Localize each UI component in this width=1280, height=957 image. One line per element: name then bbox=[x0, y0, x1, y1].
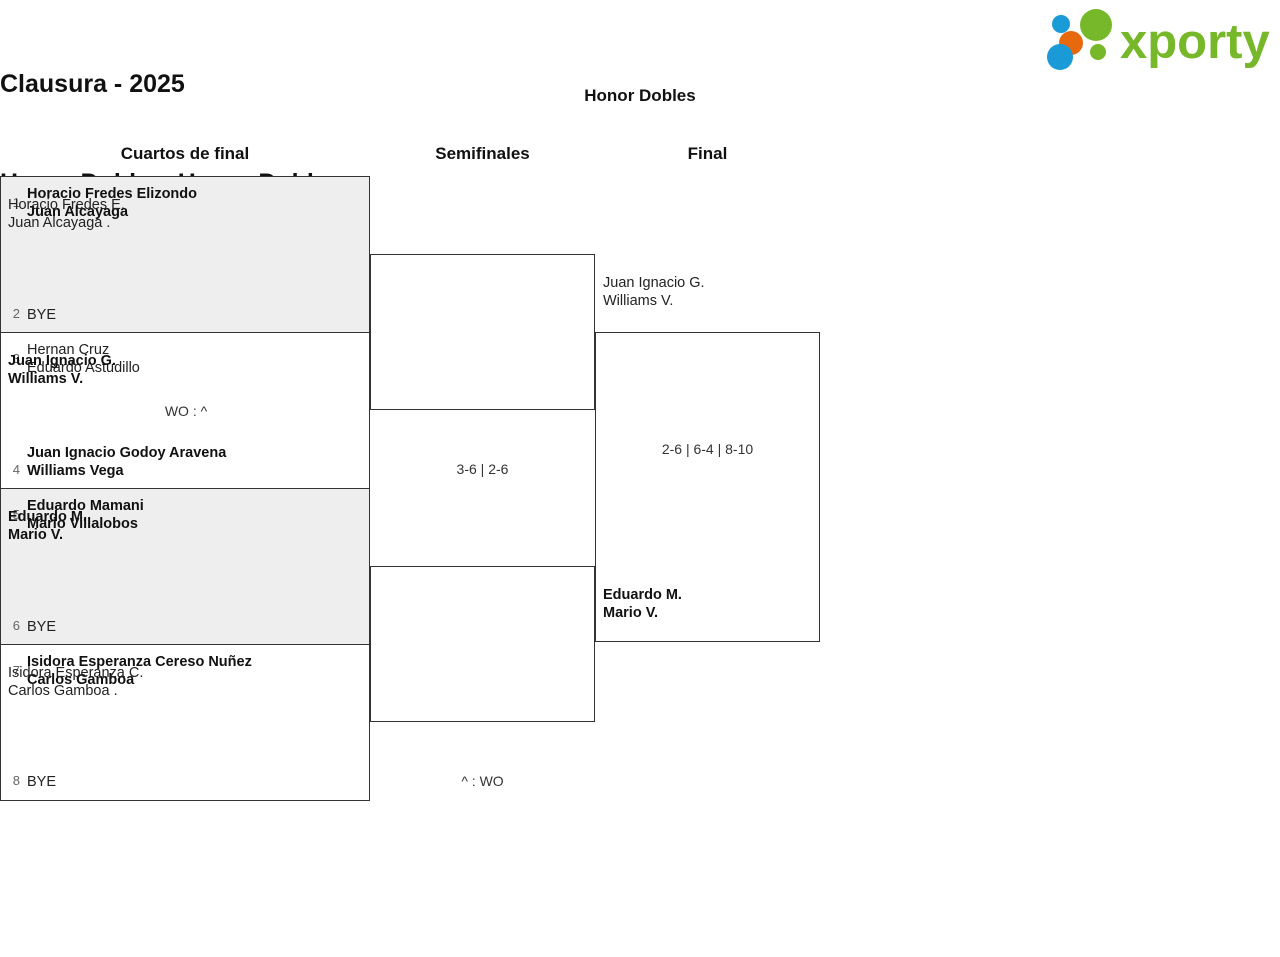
match-r2-1[interactable] bbox=[370, 254, 595, 410]
player-line-2: Mario V. bbox=[603, 605, 659, 621]
player-line-2: Eduardo Astudillo bbox=[27, 360, 140, 376]
player-line-1: Isidora Esperanza C. bbox=[8, 665, 144, 681]
player-line-2: Juan Alcayaga . bbox=[8, 215, 111, 231]
seed-number: 7 bbox=[12, 663, 20, 678]
player-line-1: Eduardo Mamani bbox=[27, 498, 144, 514]
logo-dot-green-large bbox=[1080, 9, 1112, 41]
player-line-1: Hernan Cruz bbox=[27, 342, 110, 358]
final-slot-bottom[interactable]: Eduardo M. Mario V. bbox=[603, 586, 682, 622]
logo-wordmark: xporty bbox=[1120, 15, 1270, 69]
round-header-final: Final bbox=[687, 144, 728, 163]
seed-number: 2 bbox=[12, 306, 20, 321]
xporty-logo[interactable]: xporty bbox=[1044, 8, 1274, 70]
seed-number: 5 bbox=[12, 507, 20, 522]
round-header-quarterfinals: Cuartos de final bbox=[120, 144, 250, 163]
match-slot-bottom[interactable]: 2 BYE bbox=[1, 305, 369, 324]
match-r2-2[interactable] bbox=[370, 566, 595, 722]
player-line-1: Juan Ignacio G. bbox=[8, 353, 116, 369]
match-slot-bottom[interactable]: 6 BYE bbox=[1, 617, 369, 636]
player-line-2: Carlos Gamboa . bbox=[8, 683, 118, 699]
logo-dot-blue-large bbox=[1047, 44, 1073, 70]
final-score: 2-6 | 6-4 | 8-10 bbox=[661, 441, 754, 457]
seed-number: 8 bbox=[12, 773, 20, 788]
player-names: BYE bbox=[27, 307, 57, 323]
match-r3-final[interactable] bbox=[595, 332, 820, 642]
r2-2-slot-top[interactable]: Eduardo M. Mario V. bbox=[8, 508, 87, 544]
logo-dot-green-small bbox=[1090, 44, 1106, 60]
player-line-1: Horacio Fredes E. bbox=[8, 197, 125, 213]
seed-number: 3 bbox=[12, 351, 20, 366]
r2-2-score: ^ : WO bbox=[461, 773, 504, 789]
player-line-2: Williams Vega bbox=[27, 463, 124, 479]
match-slot-bottom[interactable]: 8 BYE bbox=[1, 772, 369, 791]
player-line-2: Carlos Gamboa bbox=[27, 672, 135, 688]
player-line-1: Juan Ignacio G. bbox=[603, 275, 705, 291]
r2-1-slot-bottom[interactable]: Juan Ignacio G. Williams V. bbox=[8, 352, 116, 388]
player-line-1: Isidora Esperanza Cereso Nuñez bbox=[27, 654, 252, 670]
tournament-name: Clausura - 2025 bbox=[0, 70, 185, 98]
player-line-1: Juan Ignacio Godoy Aravena bbox=[27, 445, 227, 461]
player-line-2: Mario Villalobos bbox=[27, 516, 138, 532]
r2-1-score: 3-6 | 2-6 bbox=[456, 461, 509, 477]
logo-dot-blue-small bbox=[1052, 15, 1070, 33]
player-line-1: Horacio Fredes Elizondo bbox=[27, 186, 197, 202]
seed-number: 6 bbox=[12, 618, 20, 633]
page-header: Clausura - 2025 Honor Dobles. Honor Dobl… bbox=[0, 0, 1280, 197]
player-line-2: Williams V. bbox=[8, 371, 84, 387]
seed-number: 4 bbox=[12, 462, 20, 477]
player-names: BYE bbox=[27, 774, 57, 790]
seed-number: 1 bbox=[12, 195, 20, 210]
player-line-2: Mario V. bbox=[8, 527, 64, 543]
player-line-2: Williams V. bbox=[603, 293, 674, 309]
r2-2-slot-bottom[interactable]: Isidora Esperanza C. Carlos Gamboa . bbox=[8, 664, 143, 700]
match-score: WO : ^ bbox=[164, 402, 208, 419]
player-line-1: Eduardo M. bbox=[8, 509, 87, 525]
player-names: BYE bbox=[27, 619, 57, 635]
final-slot-top[interactable]: Juan Ignacio G. Williams V. bbox=[603, 274, 705, 310]
round-header-semifinals: Semifinales bbox=[435, 144, 530, 163]
player-line-2: Juan Alcayaga bbox=[27, 204, 129, 220]
player-line-1: Eduardo M. bbox=[603, 587, 682, 603]
bracket-title: Honor Dobles bbox=[584, 86, 696, 105]
r2-1-slot-top[interactable]: Horacio Fredes E. Juan Alcayaga . bbox=[8, 196, 125, 232]
